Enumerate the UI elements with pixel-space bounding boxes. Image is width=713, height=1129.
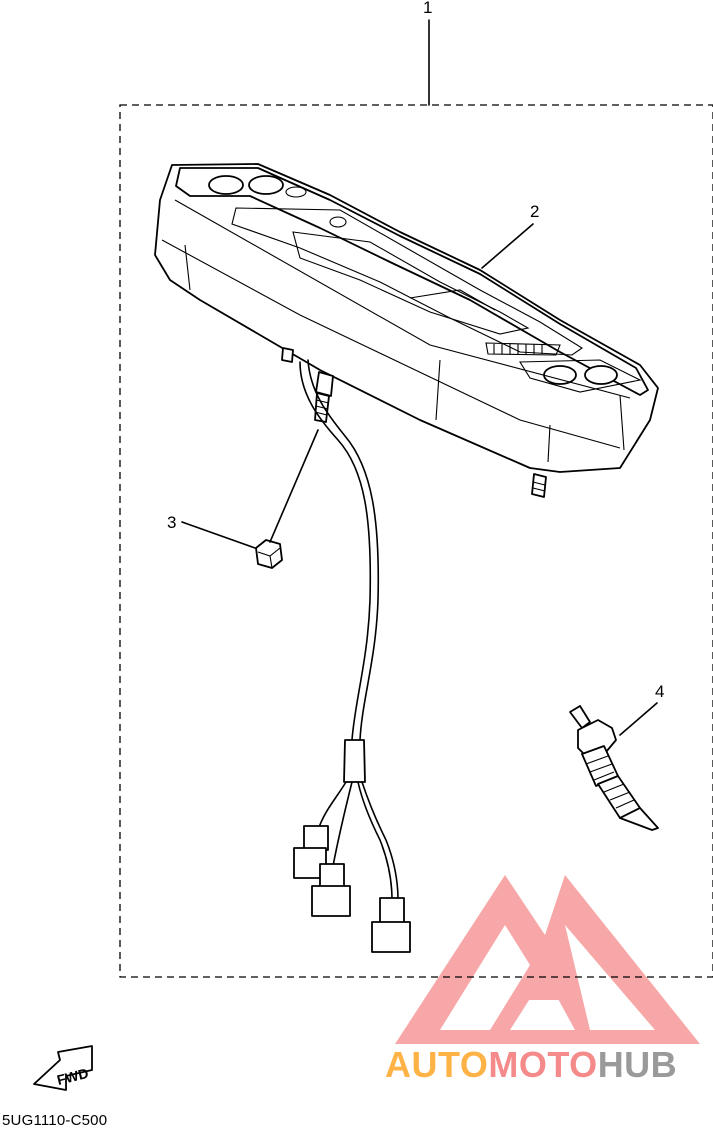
watermark-moto: MOTO (488, 1044, 598, 1085)
bulb-socket (569, 705, 659, 831)
callout-4: 4 (655, 682, 664, 701)
watermark-auto: AUTO (385, 1044, 489, 1085)
watermark-hub: HUB (597, 1044, 678, 1085)
leader-line-2 (481, 223, 534, 269)
wire-harness (293, 359, 411, 953)
leader-line-4 (619, 702, 658, 736)
watermark-logo (395, 875, 700, 1044)
nut (255, 539, 283, 569)
leader-line-3 (181, 521, 256, 549)
callout-1: 1 (423, 0, 432, 17)
leader-nut-to-stud (269, 429, 319, 543)
meter-assembly (154, 163, 659, 498)
fwd-arrow-icon: FWD (33, 1045, 93, 1091)
fwd-label: FWD (55, 1065, 90, 1088)
callout-2: 2 (530, 202, 539, 221)
callout-3: 3 (167, 513, 176, 532)
watermark-text: AUTOMOTOHUB (385, 1044, 677, 1086)
diagram-code: 5UG1110-C500 (2, 1112, 108, 1129)
